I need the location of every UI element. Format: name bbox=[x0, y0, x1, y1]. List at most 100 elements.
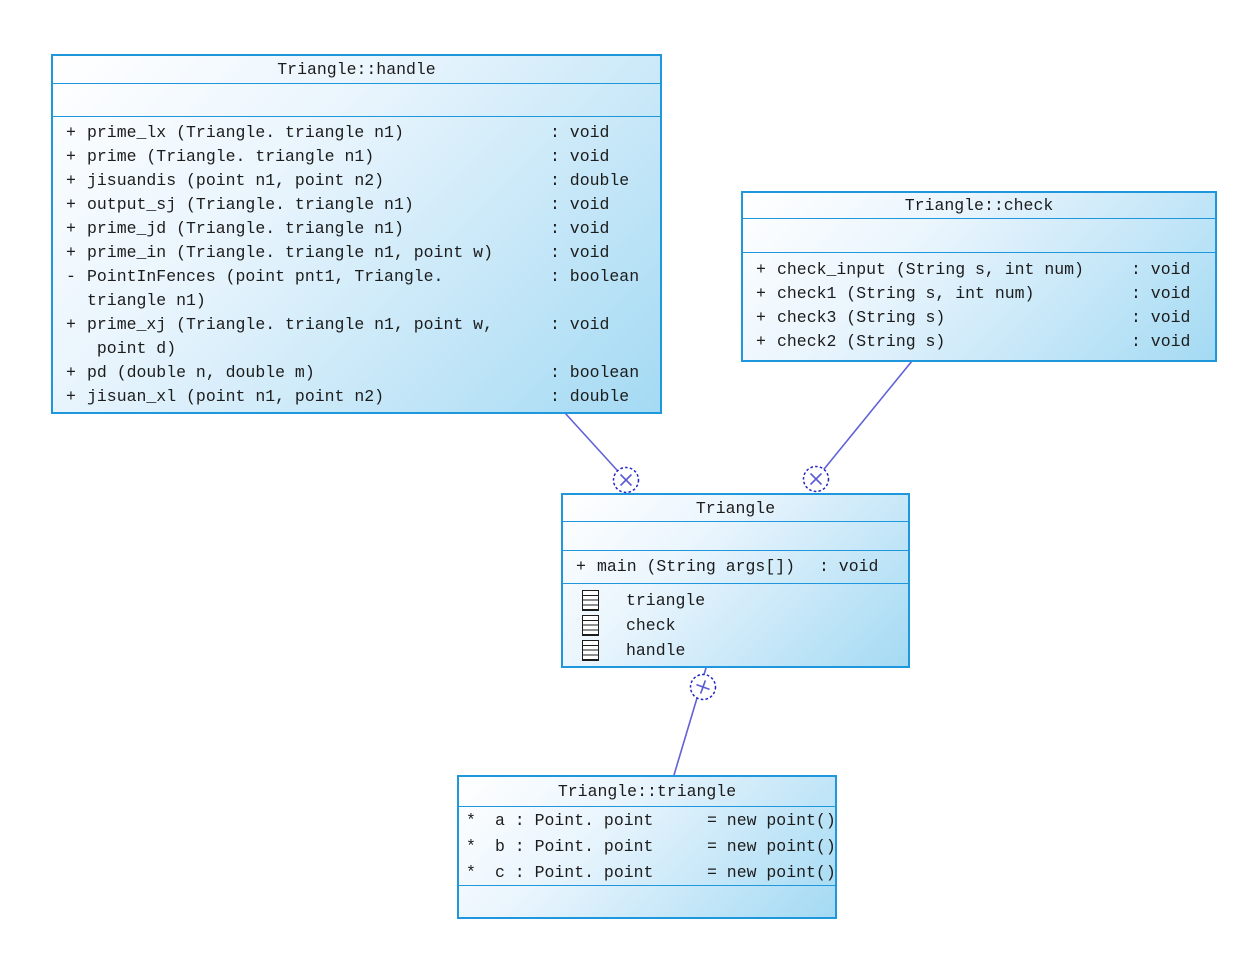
return-type: : void bbox=[550, 219, 610, 238]
field-initializer: = new point() bbox=[707, 811, 836, 830]
return-type: : void bbox=[550, 243, 610, 262]
visibility-marker: + bbox=[66, 315, 76, 334]
method-signature: check3 (String s) bbox=[777, 308, 946, 327]
method-row: + prime_xj (Triangle. triangle n1, point … bbox=[53, 313, 660, 361]
methods-compartment: + check_input (String s, int num) : void + c… bbox=[743, 253, 1215, 354]
field-declaration: b : Point. point bbox=[495, 837, 654, 856]
nested-classes-compartment: triangle check handle bbox=[563, 584, 908, 663]
visibility-marker: + bbox=[66, 123, 76, 142]
return-type: : void bbox=[550, 315, 610, 334]
visibility-marker: + bbox=[66, 243, 76, 262]
method-signature: check2 (String s) bbox=[777, 332, 946, 351]
method-row: + output_sj (Triangle. triangle n1) : void bbox=[53, 193, 660, 217]
return-type: : boolean bbox=[550, 363, 640, 382]
class-title: Triangle bbox=[563, 495, 908, 522]
attributes-compartment bbox=[563, 522, 908, 551]
method-row: + check2 (String s) : void bbox=[743, 330, 1215, 354]
visibility-marker: + bbox=[66, 387, 76, 406]
class-box-handle[interactable]: Triangle::handle + prime_lx (Triangle. tr… bbox=[51, 54, 662, 414]
nested-class-label: check bbox=[626, 616, 676, 635]
method-row: + check3 (String s) : void bbox=[743, 306, 1215, 330]
visibility-marker: + bbox=[66, 147, 76, 166]
method-row: + jisuan_xl (point n1, point n2) : double bbox=[53, 385, 660, 409]
field-declaration: c : Point. point bbox=[495, 863, 654, 882]
visibility-marker: + bbox=[756, 332, 766, 351]
nested-class-row[interactable]: triangle bbox=[563, 588, 908, 613]
field-row: * a : Point. point = new point() bbox=[459, 808, 836, 834]
method-row: + prime_in (Triangle. triangle n1, point … bbox=[53, 241, 660, 265]
visibility-marker: * bbox=[466, 837, 476, 856]
return-type: : void bbox=[819, 557, 879, 576]
visibility-marker: + bbox=[66, 219, 76, 238]
nested-class-label: triangle bbox=[626, 591, 706, 610]
nested-class-icon bbox=[582, 590, 599, 611]
plus-icon bbox=[696, 680, 710, 694]
class-box-check[interactable]: Triangle::check + check_input (String s, … bbox=[741, 191, 1217, 362]
method-signature: prime_xj (Triangle. triangle n1, point w… bbox=[87, 315, 493, 358]
attributes-compartment bbox=[53, 84, 660, 117]
containment-connector-check[interactable] bbox=[815, 360, 913, 480]
nested-class-row[interactable]: check bbox=[563, 613, 908, 638]
class-box-triangle-main[interactable]: Triangle + main (String args[]) : void tri… bbox=[561, 493, 910, 668]
return-type: : void bbox=[550, 123, 610, 142]
method-row: + prime_lx (Triangle. triangle n1) : void bbox=[53, 121, 660, 145]
containment-connector-handle[interactable] bbox=[564, 412, 627, 481]
nested-class-icon bbox=[582, 640, 599, 661]
method-signature: check1 (String s, int num) bbox=[777, 284, 1035, 303]
class-title: Triangle::handle bbox=[53, 56, 660, 84]
method-signature: check_input (String s, int num) bbox=[777, 260, 1084, 279]
return-type: : double bbox=[550, 171, 630, 190]
method-row: + jisuandis (point n1, point n2) : double bbox=[53, 169, 660, 193]
attributes-compartment bbox=[743, 219, 1215, 253]
method-signature: pd (double n, double m) bbox=[87, 363, 315, 382]
method-signature: output_sj (Triangle. triangle n1) bbox=[87, 195, 414, 214]
return-type: : void bbox=[1131, 308, 1191, 327]
visibility-marker: + bbox=[66, 195, 76, 214]
method-signature: prime_jd (Triangle. triangle n1) bbox=[87, 219, 404, 238]
class-title: Triangle::triangle bbox=[459, 777, 835, 807]
methods-compartment: + main (String args[]) : void bbox=[563, 551, 908, 584]
method-signature: prime (Triangle. triangle n1) bbox=[87, 147, 375, 166]
nested-class-row[interactable]: handle bbox=[563, 638, 908, 663]
class-title: Triangle::check bbox=[743, 193, 1215, 219]
methods-compartment: +prime_lx (Triangle. triangle n1): void+… bbox=[53, 117, 660, 409]
method-row: -PointInFences (point pnt1, Triangle.tri… bbox=[53, 265, 660, 313]
method-signature: prime_in (Triangle. triangle n1, point w… bbox=[87, 243, 493, 262]
class-box-triangle-struct[interactable]: Triangle::triangle *a : Point. point= ne… bbox=[457, 775, 837, 919]
visibility-marker: + bbox=[66, 171, 76, 190]
method-row: + prime_jd (Triangle. triangle n1) : void bbox=[53, 217, 660, 241]
x-icon bbox=[619, 473, 633, 487]
return-type: : void bbox=[1131, 260, 1191, 279]
visibility-marker: + bbox=[756, 260, 766, 279]
method-signature: jisuandis (point n1, point n2) bbox=[87, 171, 385, 190]
return-type: : double bbox=[550, 387, 630, 406]
method-signature: jisuan_xl (point n1, point n2) bbox=[87, 387, 385, 406]
field-initializer: = new point() bbox=[707, 837, 836, 856]
fields-compartment: * a : Point. point = new point() * b : Point… bbox=[459, 807, 836, 886]
method-row: + main (String args[]) : void bbox=[563, 555, 908, 579]
nested-class-icon bbox=[582, 615, 599, 636]
return-type: : void bbox=[550, 195, 610, 214]
return-type: : void bbox=[1131, 332, 1191, 351]
field-declaration: a : Point. point bbox=[495, 811, 654, 830]
visibility-marker: + bbox=[756, 308, 766, 327]
return-type: : void bbox=[550, 147, 610, 166]
visibility-marker: * bbox=[466, 863, 476, 882]
method-row: +check1 (String s, int num): void bbox=[743, 282, 1215, 306]
field-row: * c : Point. point = new point() bbox=[459, 860, 836, 886]
field-row: * b : Point. point = new point() bbox=[459, 834, 836, 860]
method-signature: main (String args[]) bbox=[597, 557, 796, 576]
visibility-marker: + bbox=[576, 557, 586, 576]
method-row: + pd (double n, double m) : boolean bbox=[53, 361, 660, 385]
method-signature: PointInFences (point pnt1, Triangle.tria… bbox=[87, 267, 444, 310]
return-type: : boolean bbox=[550, 267, 640, 286]
x-icon bbox=[809, 472, 823, 486]
visibility-marker: + bbox=[66, 363, 76, 382]
visibility-marker: * bbox=[466, 811, 476, 830]
field-initializer: = new point() bbox=[707, 863, 836, 882]
method-signature: prime_lx (Triangle. triangle n1) bbox=[87, 123, 404, 142]
visibility-marker: + bbox=[756, 284, 766, 303]
method-row: + prime (Triangle. triangle n1) : void bbox=[53, 145, 660, 169]
